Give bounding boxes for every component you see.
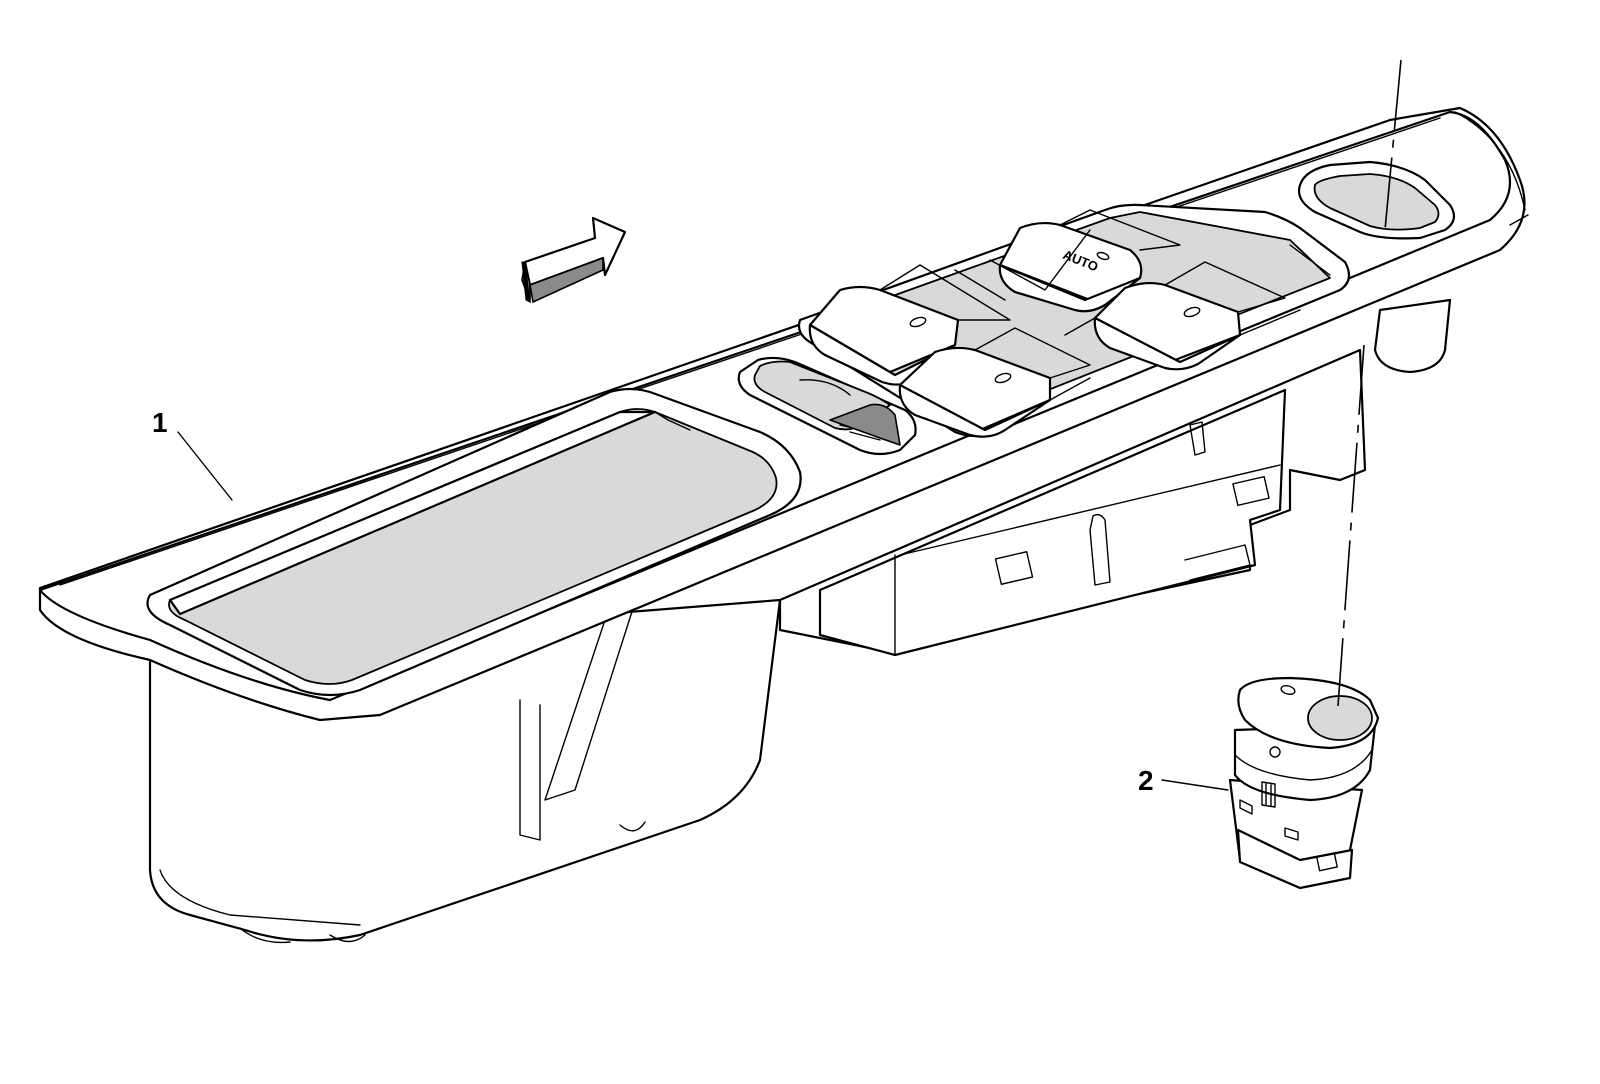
hollow-arrow-icon xyxy=(521,216,627,303)
push-switch-lock-icon xyxy=(1280,685,1296,695)
bezel-right-end-edge xyxy=(1454,111,1529,226)
carrier-box-top xyxy=(894,464,1281,656)
rear-right-indicator-icon xyxy=(1183,306,1201,318)
carrier-latch-lower xyxy=(1184,544,1251,581)
carrier-latch-window-2 xyxy=(1232,475,1270,507)
switch-dividers xyxy=(954,229,1331,401)
round-switch-socket-inner xyxy=(1313,173,1440,231)
push-switch-connector xyxy=(1236,828,1354,890)
rear-left-indicator-icon xyxy=(994,372,1012,384)
callout-1-leader xyxy=(177,431,233,501)
pocket-housing-rib xyxy=(519,699,541,841)
carrier-rib-2 xyxy=(1189,421,1206,456)
push-switch-tabs xyxy=(1239,799,1299,841)
window-switch-indicator-icon xyxy=(909,316,927,328)
push-switch-component xyxy=(1228,676,1380,890)
window-switch-rear-right[interactable] xyxy=(1093,261,1286,371)
pocket-opening-inner xyxy=(168,408,778,685)
pocket-feet xyxy=(239,821,646,944)
callout-2-label: 2 xyxy=(1138,765,1154,796)
push-switch-collar-ring xyxy=(1234,749,1373,781)
carrier-rib xyxy=(1089,513,1111,586)
push-switch-button-face[interactable] xyxy=(1307,695,1373,741)
auto-switch-indicator-icon xyxy=(1096,251,1110,261)
window-switch-rear-left[interactable] xyxy=(898,327,1091,438)
callout-1: 1 xyxy=(152,407,233,501)
carrier-clip-rear xyxy=(1373,298,1452,374)
push-switch-side-graphic xyxy=(1261,781,1276,808)
alignment-centerline xyxy=(1337,59,1402,707)
callout-2: 2 xyxy=(1138,765,1229,796)
connector-latch xyxy=(1316,852,1338,872)
push-switch-indicator-icon xyxy=(1269,746,1281,758)
callout-2-leader xyxy=(1161,779,1229,791)
pocket-housing-edge xyxy=(159,869,361,926)
window-switch-driver-auto[interactable]: AUTO xyxy=(998,209,1181,313)
lock-switch-dark-face xyxy=(829,403,901,446)
bezel-top-edge-line xyxy=(59,117,1441,586)
callout-1-label: 1 xyxy=(152,407,168,438)
switch-bezel-assembly: AUTO xyxy=(38,106,1529,944)
pocket-side-wall xyxy=(654,411,691,431)
carrier-box-front xyxy=(818,388,1287,657)
carrier-latch-window-1 xyxy=(994,551,1034,585)
